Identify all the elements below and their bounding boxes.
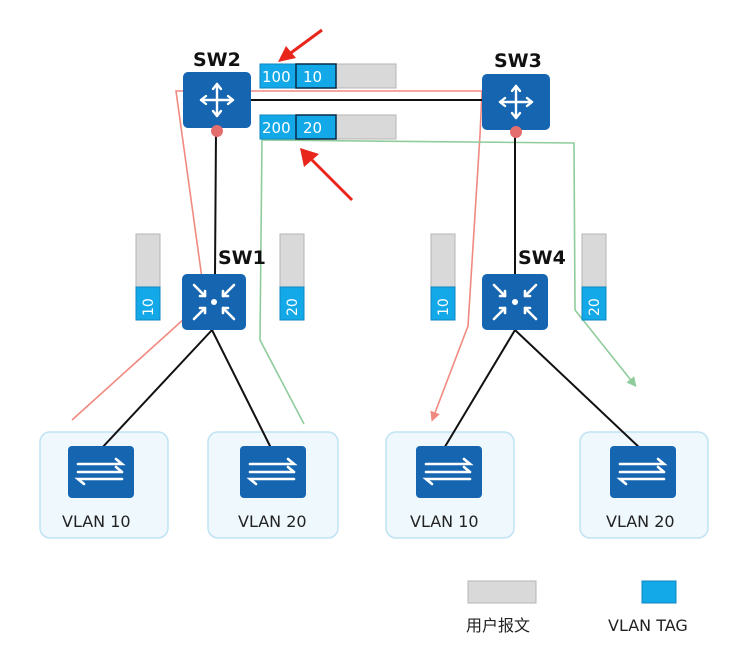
link-sw1-host2 <box>211 329 273 451</box>
link-sw4-host3 <box>442 329 516 451</box>
sw3-label: SW3 <box>494 50 542 72</box>
inner-tag-10: 10 <box>303 68 322 86</box>
outer-tag-100: 100 <box>262 68 291 86</box>
exchange-arrows-icon <box>246 457 298 486</box>
double-tag-frame-1: 100 10 <box>259 63 397 89</box>
pointer-arrow-bottom <box>300 148 354 202</box>
legend-user-packet-label: 用户报文 <box>466 616 530 635</box>
host-2-label: VLAN 20 <box>238 512 307 531</box>
host-3[interactable] <box>416 446 482 498</box>
outer-tag-200: 200 <box>262 119 291 137</box>
exchange-arrows-icon <box>616 457 668 486</box>
inner-tag-20: 20 <box>303 119 322 137</box>
switch-sw3[interactable] <box>482 74 550 138</box>
converge-arrows-icon <box>192 283 236 321</box>
vlan20-path <box>259 139 637 425</box>
sw2-label: SW2 <box>193 49 241 71</box>
single-tag-frame-sw1-right: 20 <box>279 233 305 321</box>
exchange-arrows-icon <box>422 457 474 486</box>
switch-sw1[interactable] <box>182 274 246 330</box>
tag-label: 10 <box>141 298 157 316</box>
tag-label: 20 <box>285 298 301 316</box>
single-tag-frame-sw4-left: 10 <box>430 233 456 321</box>
link-sw1-host1 <box>99 329 213 451</box>
switch-sw4[interactable] <box>482 274 548 330</box>
legend-user-packet-swatch <box>467 580 537 604</box>
sw1-label: SW1 <box>218 247 266 269</box>
host-1[interactable] <box>68 446 134 498</box>
host-4-label: VLAN 20 <box>606 512 675 531</box>
router-arrows-icon <box>498 84 534 120</box>
host-2[interactable] <box>240 446 306 498</box>
link-sw2-sw1 <box>214 129 217 277</box>
double-tag-frame-2: 200 20 <box>259 114 397 140</box>
single-tag-frame-sw1-left: 10 <box>135 233 161 321</box>
port-dot-sw3 <box>510 126 522 138</box>
router-arrows-icon <box>199 82 235 118</box>
pointer-arrow-top <box>278 28 323 62</box>
sw4-label: SW4 <box>518 247 566 269</box>
exchange-arrows-icon <box>74 457 126 486</box>
host-3-label: VLAN 10 <box>410 512 479 531</box>
single-tag-frame-sw4-right: 20 <box>581 233 607 321</box>
host-1-label: VLAN 10 <box>62 512 131 531</box>
legend-vlan-tag-label: VLAN TAG <box>608 616 688 635</box>
legend-vlan-tag-swatch <box>641 580 677 604</box>
port-dot-sw2 <box>211 125 223 137</box>
tag-label: 20 <box>587 298 603 316</box>
host-4[interactable] <box>610 446 676 498</box>
switch-sw2[interactable] <box>183 72 251 137</box>
tag-label: 10 <box>436 298 452 316</box>
link-sw4-host4 <box>514 329 643 451</box>
converge-arrows-icon <box>492 283 538 321</box>
